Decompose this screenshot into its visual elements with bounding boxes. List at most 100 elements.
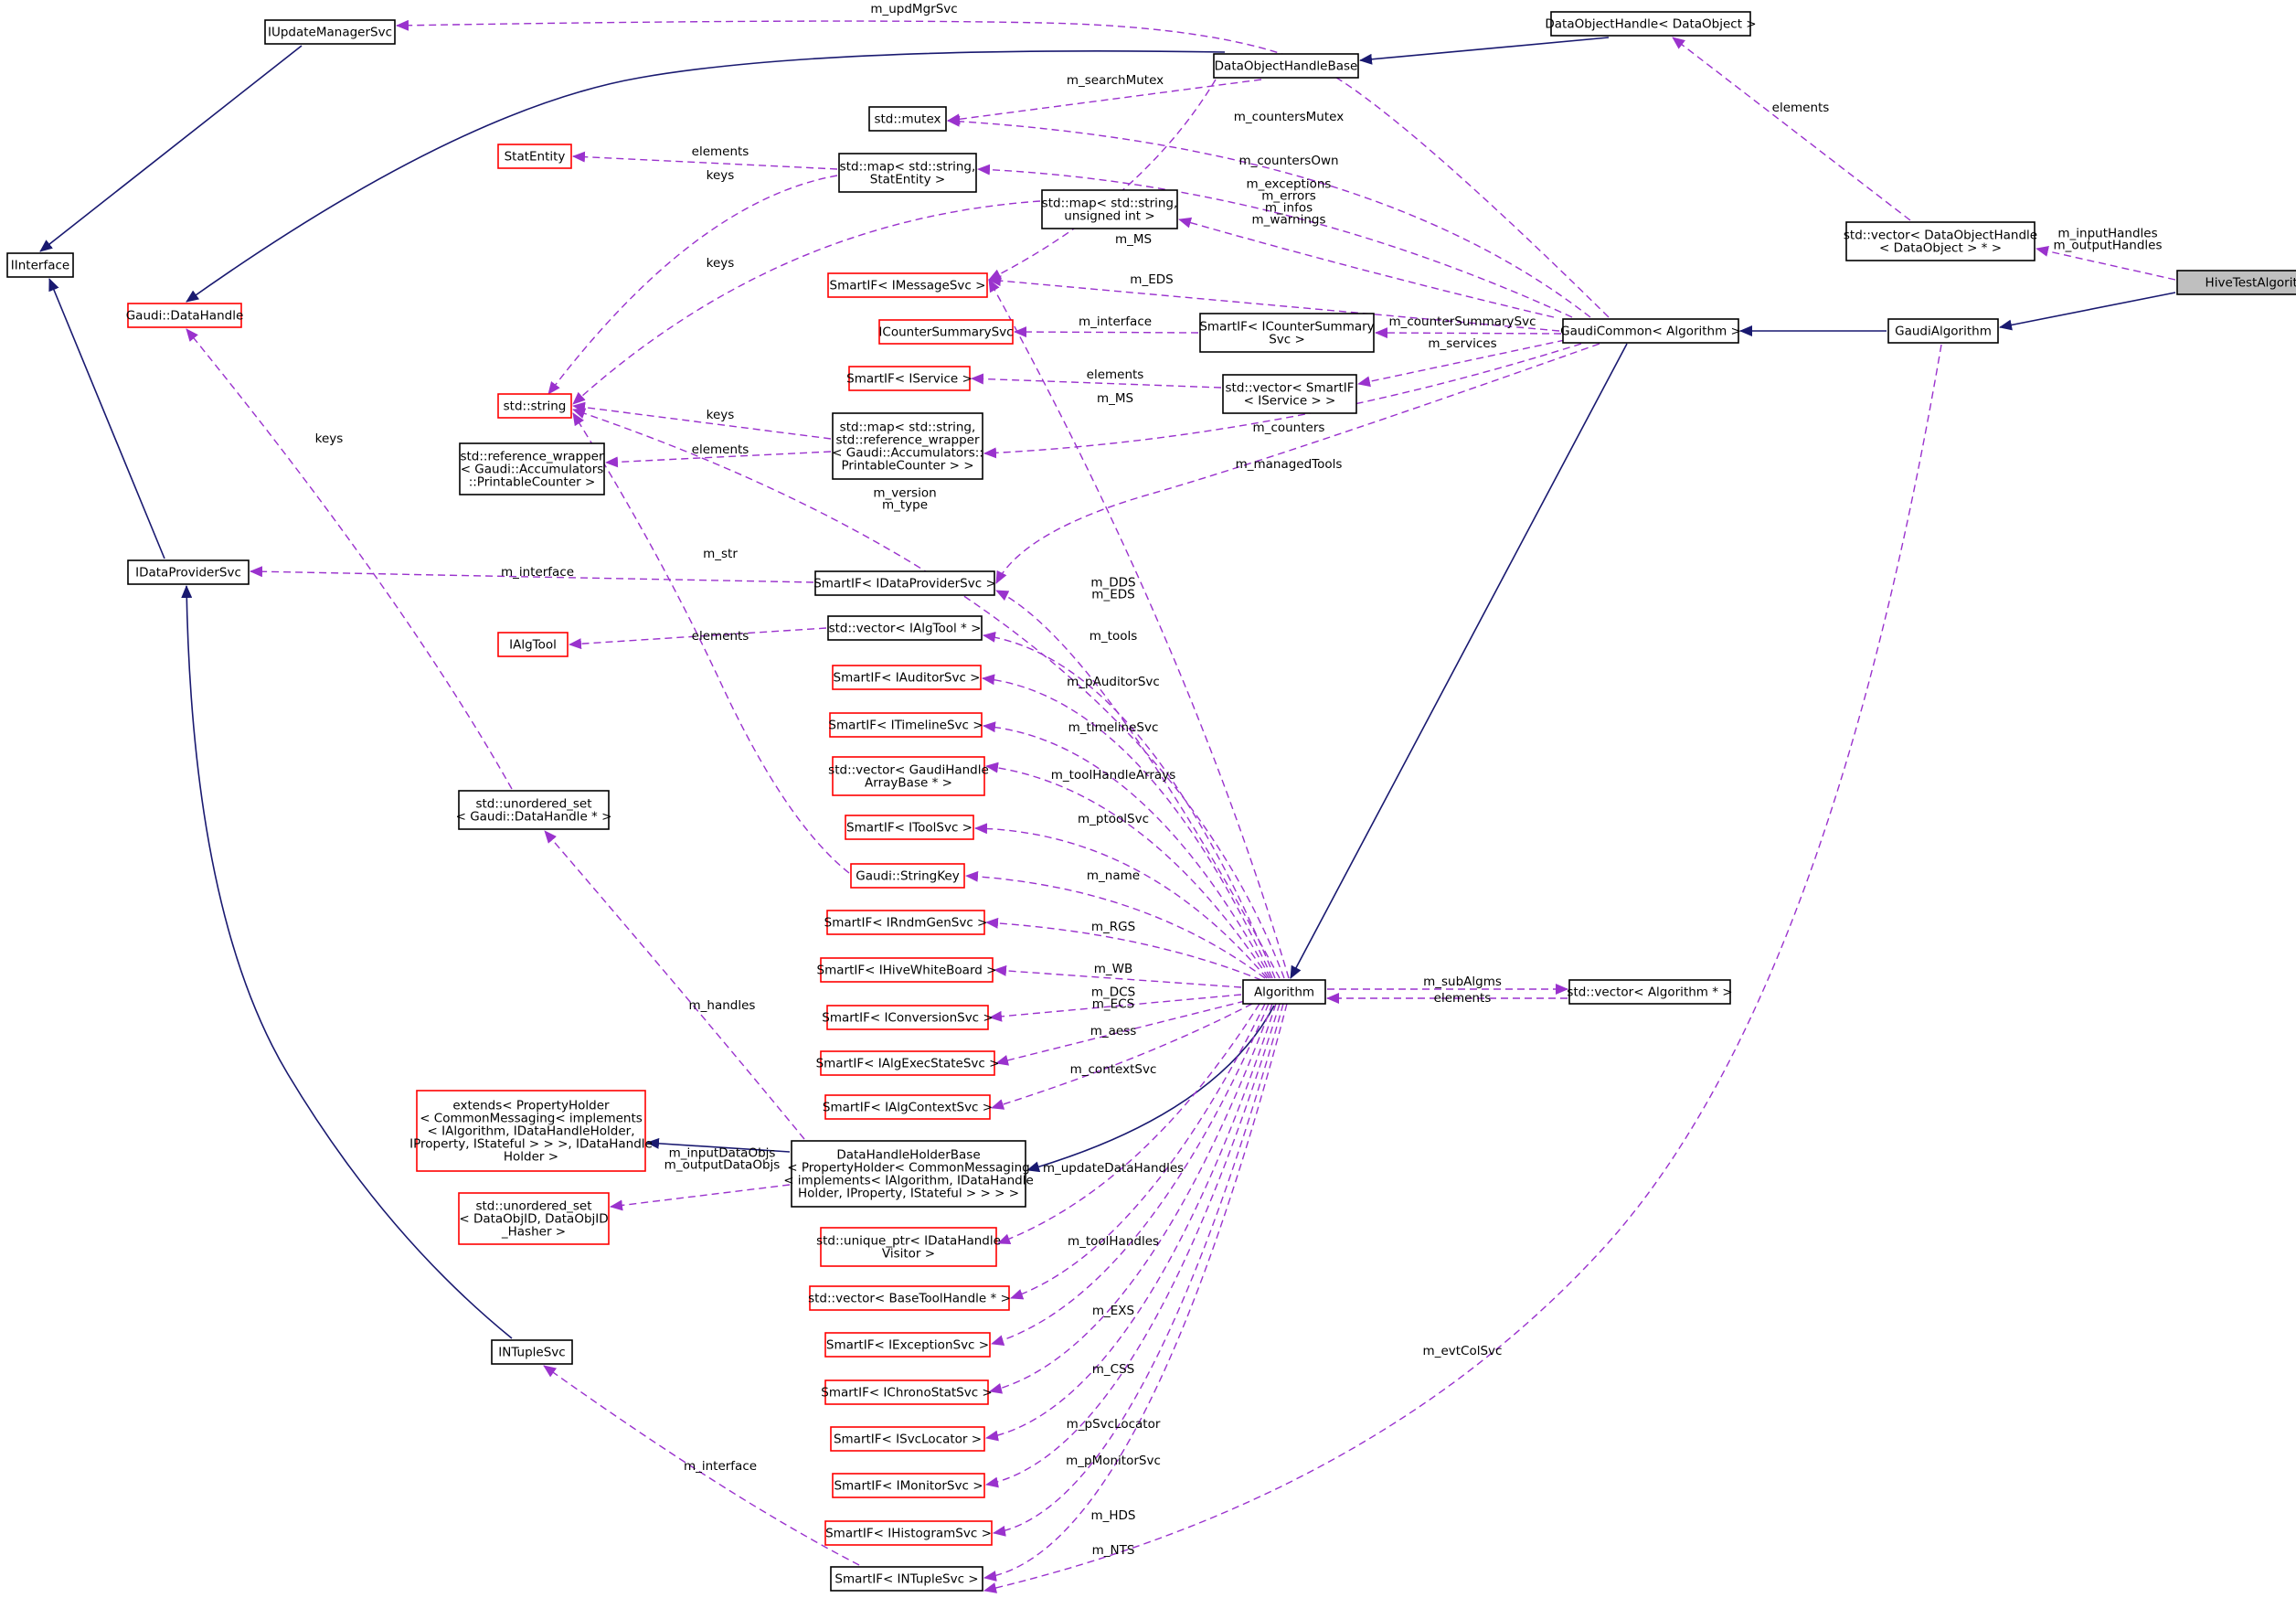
- class-node-imsgsvc[interactable]: SmartIF< IMessageSvc >: [827, 272, 988, 298]
- class-node-dohb[interactable]: DataObjectHandleBase: [1213, 53, 1359, 79]
- class-node-label: IDataProviderSvc: [135, 566, 241, 580]
- class-node-label: < Gaudi::Accumulators::: [832, 446, 983, 461]
- class-node-smiauditor[interactable]: SmartIF< IAuditorSvc >: [832, 665, 982, 690]
- class-node-doh[interactable]: DataObjectHandle< DataObject >: [1545, 11, 1757, 37]
- class-node-box: [820, 1050, 995, 1076]
- edge-label-line: m_subAlgms: [1423, 975, 1502, 989]
- class-node-box: [826, 1005, 989, 1030]
- class-node-box: [127, 303, 242, 328]
- class-node-iupdmgr[interactable]: IUpdateManagerSvc: [264, 19, 396, 45]
- edge-label-line: m_EXS: [1092, 1304, 1134, 1318]
- class-node-smitimeline[interactable]: SmartIF< ITimelineSvc >: [828, 712, 983, 738]
- class-node-box: [830, 1426, 985, 1452]
- class-node-smiexc[interactable]: SmartIF< IExceptionSvc >: [824, 1332, 991, 1358]
- edge-label-line: m_outputDataObjs: [664, 1158, 781, 1173]
- usage-edge-algorithm-to-smihisto: [993, 1003, 1284, 1537]
- usage-edge-algorithm-to-stringkey: [965, 870, 1266, 979]
- usage-edge-mapstat-to-statentity: [572, 151, 838, 170]
- class-node-ialgtool[interactable]: IAlgTool: [497, 632, 569, 657]
- class-node-vecdoh[interactable]: std::vector< DataObjectHandle< DataObjec…: [1844, 221, 2037, 261]
- class-node-smitoolsvc[interactable]: SmartIF< IToolSvc >: [845, 815, 974, 840]
- class-node-usetobj[interactable]: std::unordered_set< DataObjID, DataObjID…: [458, 1192, 610, 1245]
- class-node-mapstat[interactable]: std::map< std::string,StatEntity >: [838, 153, 977, 193]
- usage-edge-algorithm-to-smisvcloc: [985, 1003, 1277, 1442]
- class-node-box: [6, 252, 74, 278]
- class-node-label: Gaudi::DataHandle: [126, 309, 244, 324]
- edge-label-services: m_services: [1428, 336, 1496, 351]
- class-node-smihisto[interactable]: SmartIF< IHistogramSvc >: [824, 1520, 993, 1546]
- class-node-refwrap[interactable]: std::reference_wrapper< Gaudi::Accumulat…: [459, 442, 605, 495]
- class-node-box: [458, 790, 610, 830]
- class-node-dhhb[interactable]: DataHandleHolderBase< PropertyHolder< Co…: [783, 1140, 1034, 1208]
- class-node-vecalg[interactable]: std::vector< Algorithm * >: [1567, 979, 1733, 1005]
- usage-edge-gaudicommon-to-mapstat: [977, 164, 1573, 318]
- class-node-gaudicommon[interactable]: GaudiCommon< Algorithm >: [1560, 318, 1741, 344]
- class-node-smiconv[interactable]: SmartIF< IConversionSvc >: [822, 1005, 994, 1030]
- class-node-smialgexec[interactable]: SmartIF< IAlgExecStateSvc >: [816, 1050, 1000, 1076]
- class-node-uset[interactable]: std::unordered_set< Gaudi::DataHandle * …: [456, 790, 612, 830]
- class-node-smintuple[interactable]: SmartIF< INTupleSvc >: [830, 1566, 983, 1592]
- edge-label-line: keys: [707, 408, 735, 422]
- edge-label-tools: m_tools: [1090, 629, 1138, 644]
- class-node-label: std::map< std::string,: [840, 160, 976, 175]
- class-node-smimonitor[interactable]: SmartIF< IMonitorSvc >: [832, 1473, 985, 1498]
- class-node-label: std::unique_ptr< IDataHandle: [816, 1234, 1001, 1249]
- class-node-vecialgtool[interactable]: std::vector< IAlgTool * >: [827, 615, 983, 641]
- class-node-hive[interactable]: HiveTestAlgorithm: [2176, 270, 2296, 295]
- class-node-gaudialg[interactable]: GaudiAlgorithm: [1887, 318, 1999, 344]
- edge-label-line: m_MS: [1097, 391, 1133, 406]
- class-node-icountsum[interactable]: ICounterSummarySvc: [878, 319, 1014, 345]
- class-node-smisvcloc[interactable]: SmartIF< ISvcLocator >: [830, 1426, 985, 1452]
- class-node-idataprov[interactable]: IDataProviderSvc: [127, 559, 250, 585]
- class-node-ituplesvc[interactable]: INTupleSvc: [491, 1339, 573, 1365]
- usage-edge-gaudialg-to-smintuple: [983, 344, 1942, 1593]
- class-node-stringkey[interactable]: Gaudi::StringKey: [850, 863, 965, 889]
- class-node-smirndm[interactable]: SmartIF< IRndmGenSvc >: [824, 910, 988, 935]
- class-node-box: [416, 1090, 646, 1172]
- class-node-box: [1213, 53, 1359, 79]
- class-node-box: [832, 1473, 985, 1498]
- usage-edge-algorithm-to-vechandlearr: [985, 762, 1270, 979]
- class-node-label: DataHandleHolderBase: [836, 1148, 980, 1163]
- class-node-gaudidatahandle[interactable]: Gaudi::DataHandle: [126, 303, 244, 328]
- class-node-smiservice[interactable]: SmartIF< IService >: [846, 366, 973, 391]
- edge-label-line: m_toolHandleArrays: [1051, 768, 1175, 783]
- usage-edge-gaudicommon-to-mapref: [983, 343, 1582, 459]
- class-node-smialgctx[interactable]: SmartIF< IAlgContextSvc >: [823, 1094, 993, 1120]
- edge-label-line: m_EDS: [1130, 272, 1173, 287]
- inheritance-edge-dohb-to-gaudidatahandle: [186, 50, 1226, 303]
- usage-edge-algorithm-to-smitimeline: [983, 721, 1271, 979]
- class-node-smidataprov[interactable]: SmartIF< IDataProviderSvc >: [813, 570, 996, 596]
- class-node-vecsmiservice[interactable]: std::vector< SmartIF< IService > >: [1222, 374, 1357, 414]
- edge-label-elemStat: elements: [692, 144, 749, 159]
- usage-edge-uset-to-gaudidatahandle: [186, 328, 513, 790]
- class-node-vecbasetool[interactable]: std::vector< BaseToolHandle * >: [808, 1285, 1011, 1311]
- usage-edge-mapref-to-refwrap: [605, 451, 832, 468]
- class-node-statentity[interactable]: StatEntity: [497, 144, 572, 169]
- class-node-mapuint[interactable]: std::map< std::string,unsigned int >: [1041, 189, 1178, 229]
- usage-edge-smidataprov-to-idataprov: [250, 566, 814, 583]
- class-node-iinterface[interactable]: IInterface: [6, 252, 74, 278]
- usage-edge-algorithm-to-smiconv: [989, 994, 1242, 1022]
- class-node-label: SmartIF< IMessageSvc >: [830, 279, 986, 293]
- edge-label-line: m_searchMutex: [1067, 73, 1164, 88]
- edge-label-line: m_interface: [684, 1459, 757, 1474]
- class-node-box: [838, 153, 977, 193]
- edge-label-pAuditor: m_pAuditorSvc: [1067, 675, 1160, 689]
- class-node-extends[interactable]: extends< PropertyHolder< CommonMessaging…: [409, 1090, 653, 1172]
- class-node-smicountsum[interactable]: SmartIF< ICounterSummarySvc >: [1199, 313, 1375, 353]
- usage-edge-dhhb-to-uset: [544, 830, 805, 1140]
- class-node-mutex[interactable]: std::mutex: [868, 106, 947, 132]
- edge-label-ifaceCS: m_interface: [1079, 314, 1152, 329]
- usage-edge-algorithm-to-smiexc: [991, 1003, 1270, 1346]
- class-node-algorithm[interactable]: Algorithm: [1242, 979, 1326, 1005]
- edge-label-line: m_services: [1428, 336, 1496, 351]
- class-node-string[interactable]: std::string: [497, 393, 572, 419]
- class-node-smihive[interactable]: SmartIF< IHiveWhiteBoard >: [817, 957, 997, 983]
- class-node-label: StatEntity >: [870, 173, 945, 187]
- class-node-mapref[interactable]: std::map< std::string,std::reference_wra…: [832, 412, 983, 480]
- class-node-smichrono[interactable]: SmartIF< IChronoStatSvc >: [821, 1379, 993, 1405]
- edge-label-managedTools: m_managedTools: [1236, 457, 1343, 472]
